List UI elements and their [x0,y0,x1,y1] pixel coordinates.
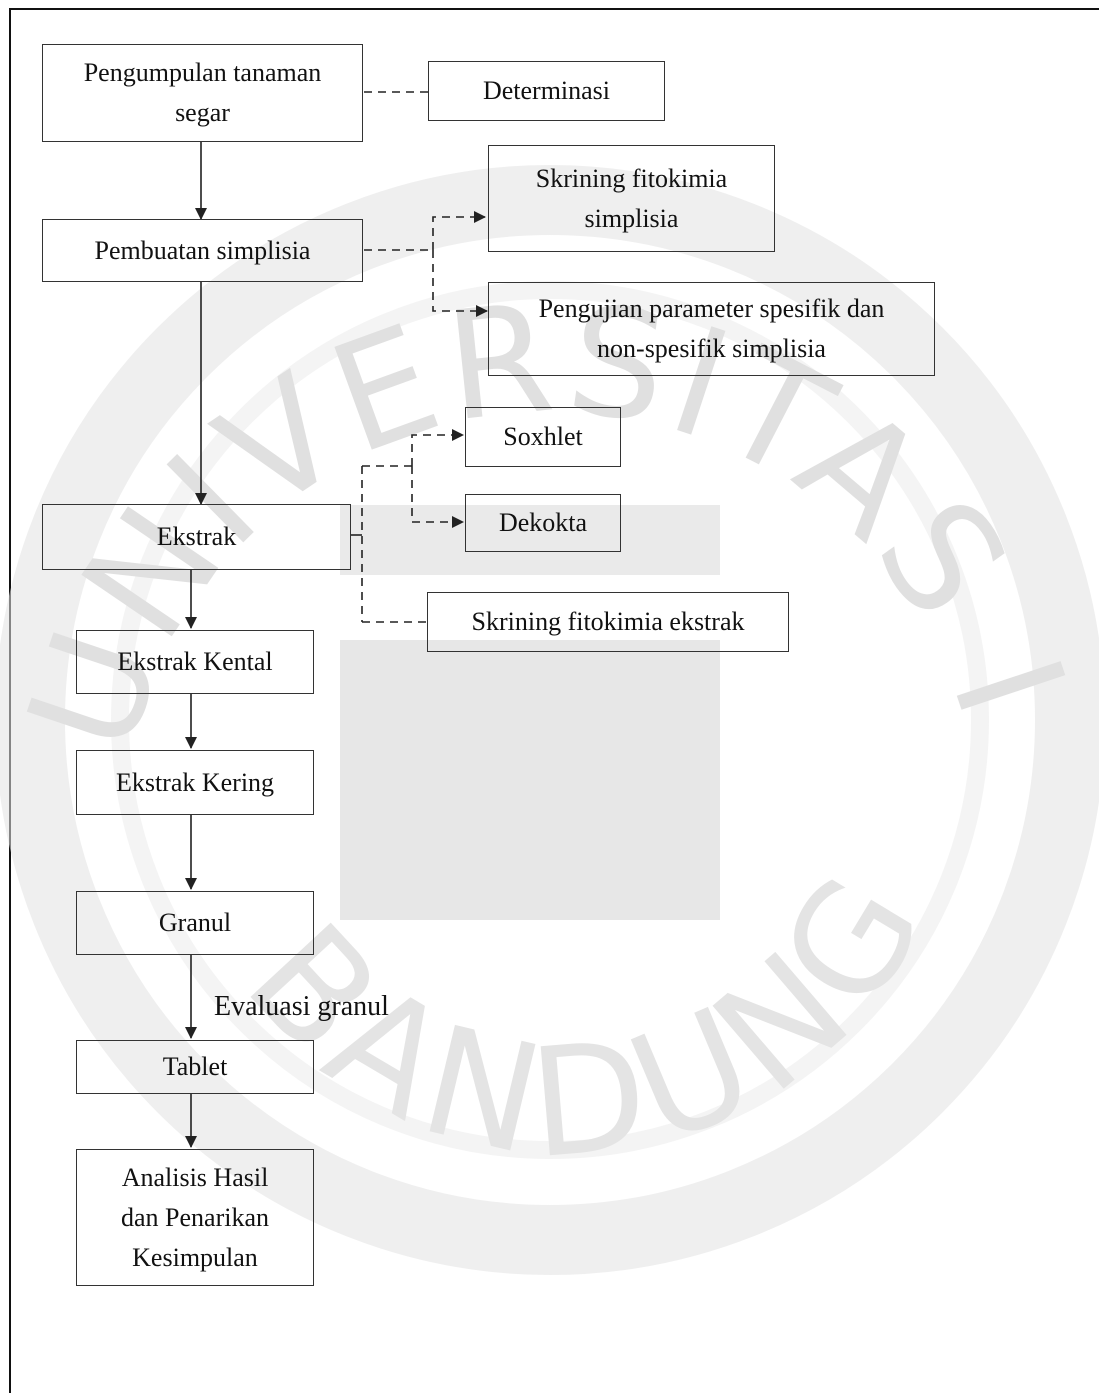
node-dekokta: Dekokta [465,494,621,552]
node-pengujian-parameter: Pengujian parameter spesifik dan non-spe… [488,282,935,376]
node-ekstrak-kering: Ekstrak Kering [76,750,314,815]
node-tablet: Tablet [76,1040,314,1094]
node-label: Ekstrak Kering [115,767,275,797]
node-pengumpulan-tanaman: Pengumpulan tanaman segar [42,44,363,142]
node-determinasi: Determinasi [428,61,665,121]
node-pembuatan-simplisia: Pembuatan simplisia [42,219,363,282]
node-ekstrak: Ekstrak [42,504,351,570]
node-label: Pembuatan simplisia [94,235,311,265]
node-label: Skrining fitokimia ekstrak [471,607,745,636]
node-label: Pengujian parameter spesifik dan non-spe… [538,294,885,363]
node-label: Ekstrak [156,522,237,551]
edge-ekstrak-soxhlet [411,429,464,466]
edge-pembuatan-skrining [432,211,486,250]
node-label: Ekstrak Kental [117,647,273,676]
node-soxhlet: Soxhlet [465,407,621,467]
edge-label-evaluasi-granul: Evaluasi granul [214,991,389,1022]
node-label: Dekokta [498,508,588,537]
node-label: Granul [158,908,232,937]
edge-ekstrak-dekokta [411,466,464,528]
node-label: Pengumpulan tanaman segar [83,58,322,127]
node-label: Determinasi [482,76,611,105]
node-granul: Granul [76,891,314,955]
node-label: Skrining fitokimia simplisia [535,163,728,233]
node-ekstrak-kental: Ekstrak Kental [76,630,314,694]
node-analisis-hasil: Analisis Hasil dan Penarikan Kesimpulan [76,1149,314,1286]
node-label: Analisis Hasil dan Penarikan Kesimpulan [120,1162,269,1272]
node-label: Soxhlet [503,422,583,451]
node-label: Tablet [162,1052,228,1081]
node-skrining-fitokimia-ekstrak: Skrining fitokimia ekstrak [427,592,789,652]
edge-pembuatan-pengujian [432,250,488,317]
node-skrining-fitokimia-simplisia: Skrining fitokimia simplisia [488,145,775,252]
